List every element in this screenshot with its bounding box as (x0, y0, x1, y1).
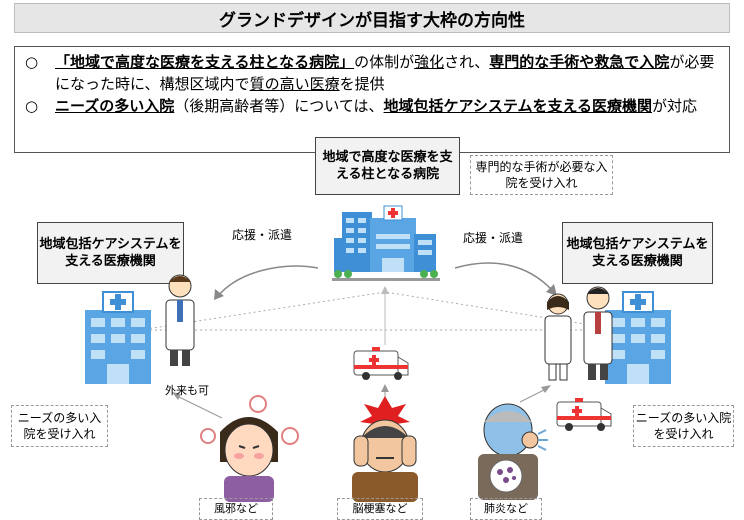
right-hospital-icon (605, 291, 671, 384)
center-note: 専門的な手術が必要な入院を受け入れ (470, 155, 613, 195)
patient-label-cold: 風邪など (199, 498, 273, 520)
right-note: ニーズの多い入院を受け入れ (633, 405, 734, 447)
bullet-fragment: 質の高い医療 (249, 75, 340, 93)
bullet-1: ○ 「地域で高度な医療を支える柱となる病院」の体制が強化され、専門的な手術や救急… (25, 51, 721, 95)
left-hospital-icon (85, 291, 151, 384)
patient-cold-icon (200, 395, 299, 502)
center-hospital-icon (332, 205, 440, 281)
left-note: ニーズの多い入院を受け入れ (11, 405, 108, 447)
summary-box: ○ 「地域で高度な医療を支える柱となる病院」の体制が強化され、専門的な手術や救急… (14, 46, 730, 153)
bullet-marker: ○ (25, 97, 39, 115)
patient-stroke-icon (352, 396, 418, 502)
bullet-fragment: （後期高齢者等）については、 (174, 97, 384, 115)
ambulance-icon-right (556, 398, 612, 431)
bullet-fragment: され、 (444, 53, 490, 71)
bullet-fragment: 専門的な手術や救急で入院 (489, 53, 670, 71)
bullet-text: ニーズの多い入院（後期高齢者等）については、地域包括ケアシステムを支える医療機関… (55, 95, 697, 117)
patient-label-pneumonia: 肺炎など (470, 498, 542, 520)
left-doctor-icon (165, 274, 195, 366)
bullet-fragment: が必要になった時に、構想区域内で (55, 53, 715, 93)
left-facility-box: 地域包括ケアシステムを支える医療機関 (37, 222, 184, 284)
bullet-fragment: を提供 (339, 75, 385, 93)
arrow-support-right (454, 262, 553, 291)
bullet-fragment: の体制が (354, 53, 415, 71)
patient-label-stroke: 脳梗塞など (337, 498, 423, 520)
center-hospital-box: 地域で高度な医療を支える柱となる病院 (315, 137, 460, 195)
bullet-text: 「地域で高度な医療を支える柱となる病院」の体制が強化され、専門的な手術や救急で入… (55, 51, 721, 95)
support-label-right: 応援・派遣 (463, 231, 524, 245)
right-facility-box: 地域包括ケアシステムを支える医療機関 (562, 222, 713, 284)
outpatient-label: 外来も可 (165, 384, 209, 397)
patient-pneumonia-icon (478, 403, 548, 500)
support-label-left: 応援・派遣 (232, 228, 293, 242)
bullet-fragment: 「地域で高度な医療を支える柱となる病院」 (55, 53, 355, 71)
bullet-fragment: ニーズの多い入院 (55, 97, 175, 115)
page-title: グランドデザインが目指す大枠の方向性 (14, 3, 730, 33)
right-nurse-icon (544, 293, 572, 381)
bullet-marker: ○ (25, 53, 39, 71)
bullet-fragment: が対応 (652, 97, 698, 115)
arrow-support-left (217, 265, 319, 297)
right-doctor-icon (583, 286, 613, 380)
bullet-2: ○ ニーズの多い入院（後期高齢者等）については、地域包括ケアシステムを支える医療… (25, 95, 721, 117)
bullet-fragment: 地域包括ケアシステムを支える医療機関 (383, 97, 653, 115)
bullet-fragment: 強化 (414, 53, 445, 71)
ambulance-icon-center (353, 347, 409, 380)
